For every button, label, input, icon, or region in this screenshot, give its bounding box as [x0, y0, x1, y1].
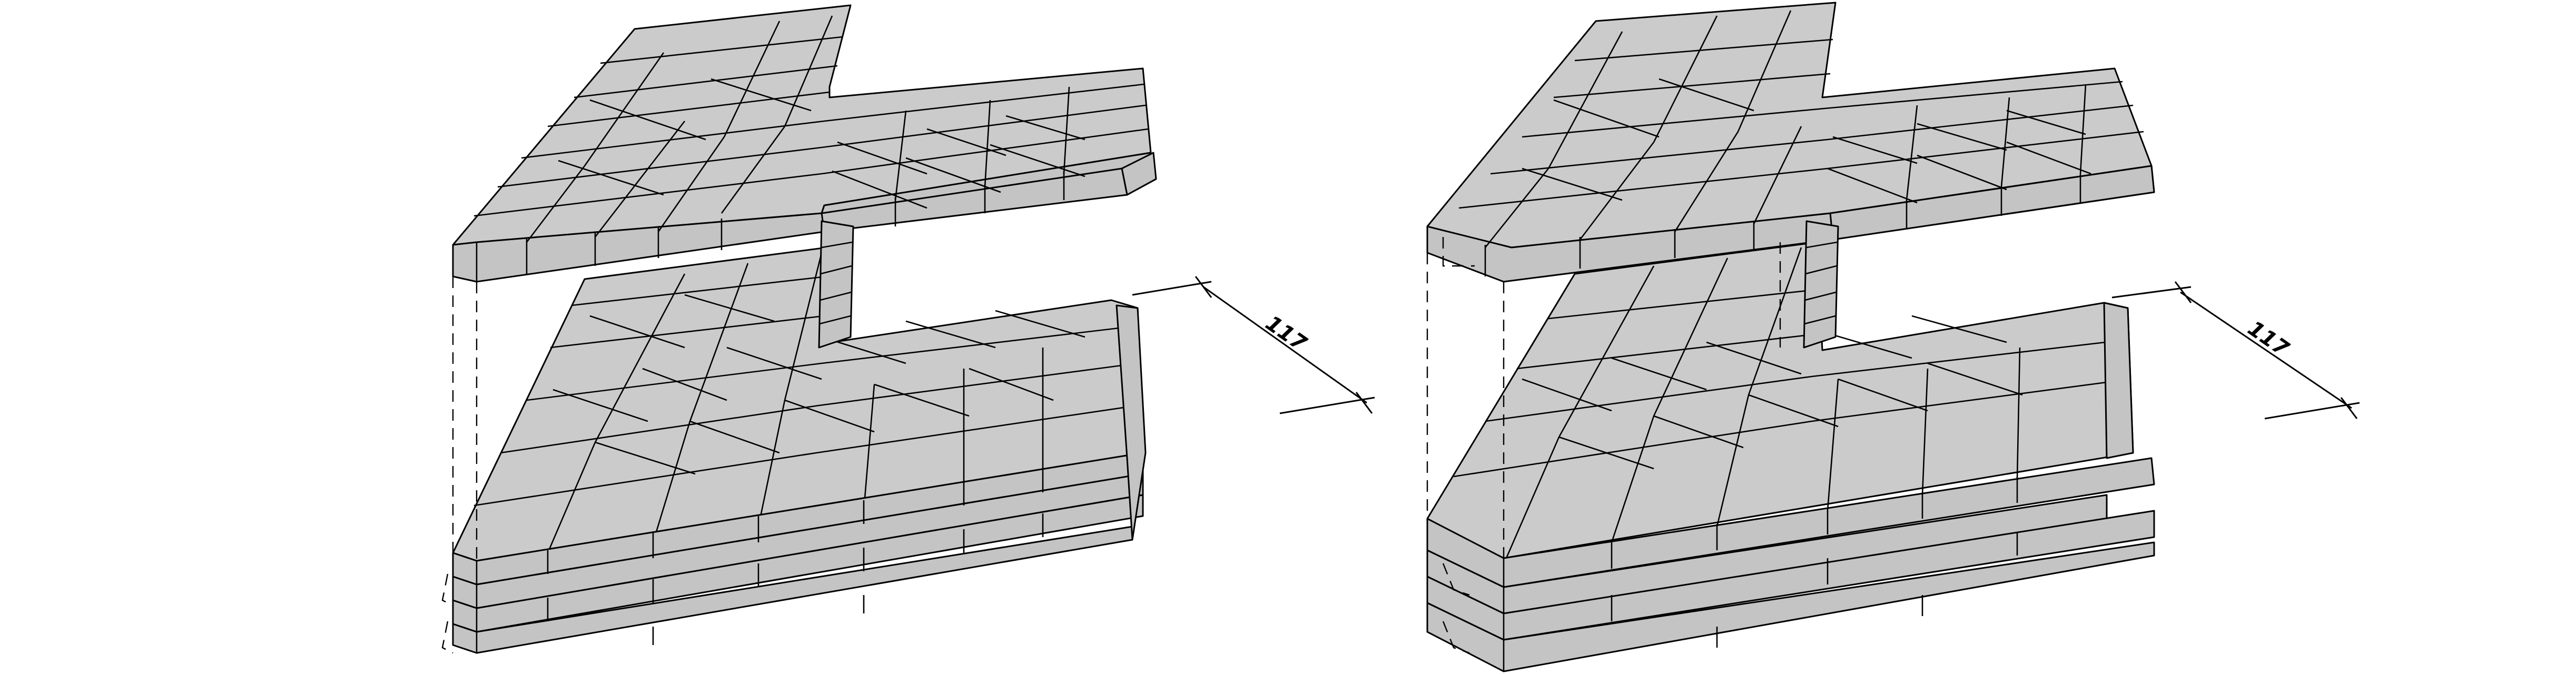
dimension-label-right: 117	[2243, 316, 2293, 362]
column-fin-right	[1803, 220, 1839, 349]
upper-slab-edge-ticks-right	[1484, 174, 2081, 276]
column-fin-left	[818, 220, 854, 349]
projection-lines-right	[1426, 237, 1781, 654]
lower-block-mesh-right	[1453, 247, 2131, 559]
dimension-label-left: 117	[1261, 311, 1311, 356]
projection-lines-left	[441, 276, 478, 654]
lower-block-end-left	[1116, 304, 1147, 541]
column-fin-mesh-left	[819, 241, 853, 325]
panel-left: 117	[441, 4, 1375, 654]
dimension-annotation-right: 117	[2111, 281, 2360, 420]
lower-block-end-right	[2103, 302, 2134, 459]
lower-course-ticks-left	[476, 469, 1044, 653]
dimension-annotation-left: 117	[1132, 276, 1375, 414]
upper-slab-mesh-right	[1458, 10, 2144, 248]
lower-course-ticks-right	[1503, 477, 2018, 671]
upper-slab-mesh-left	[473, 15, 1149, 243]
lower-block-mesh-left	[473, 252, 1138, 553]
panel-right: 117	[1426, 2, 2360, 672]
upper-slab-edge-ticks-left	[476, 171, 1065, 282]
upper-slab-top-right	[1426, 2, 2153, 249]
column-fin-mesh-right	[1804, 241, 1838, 325]
